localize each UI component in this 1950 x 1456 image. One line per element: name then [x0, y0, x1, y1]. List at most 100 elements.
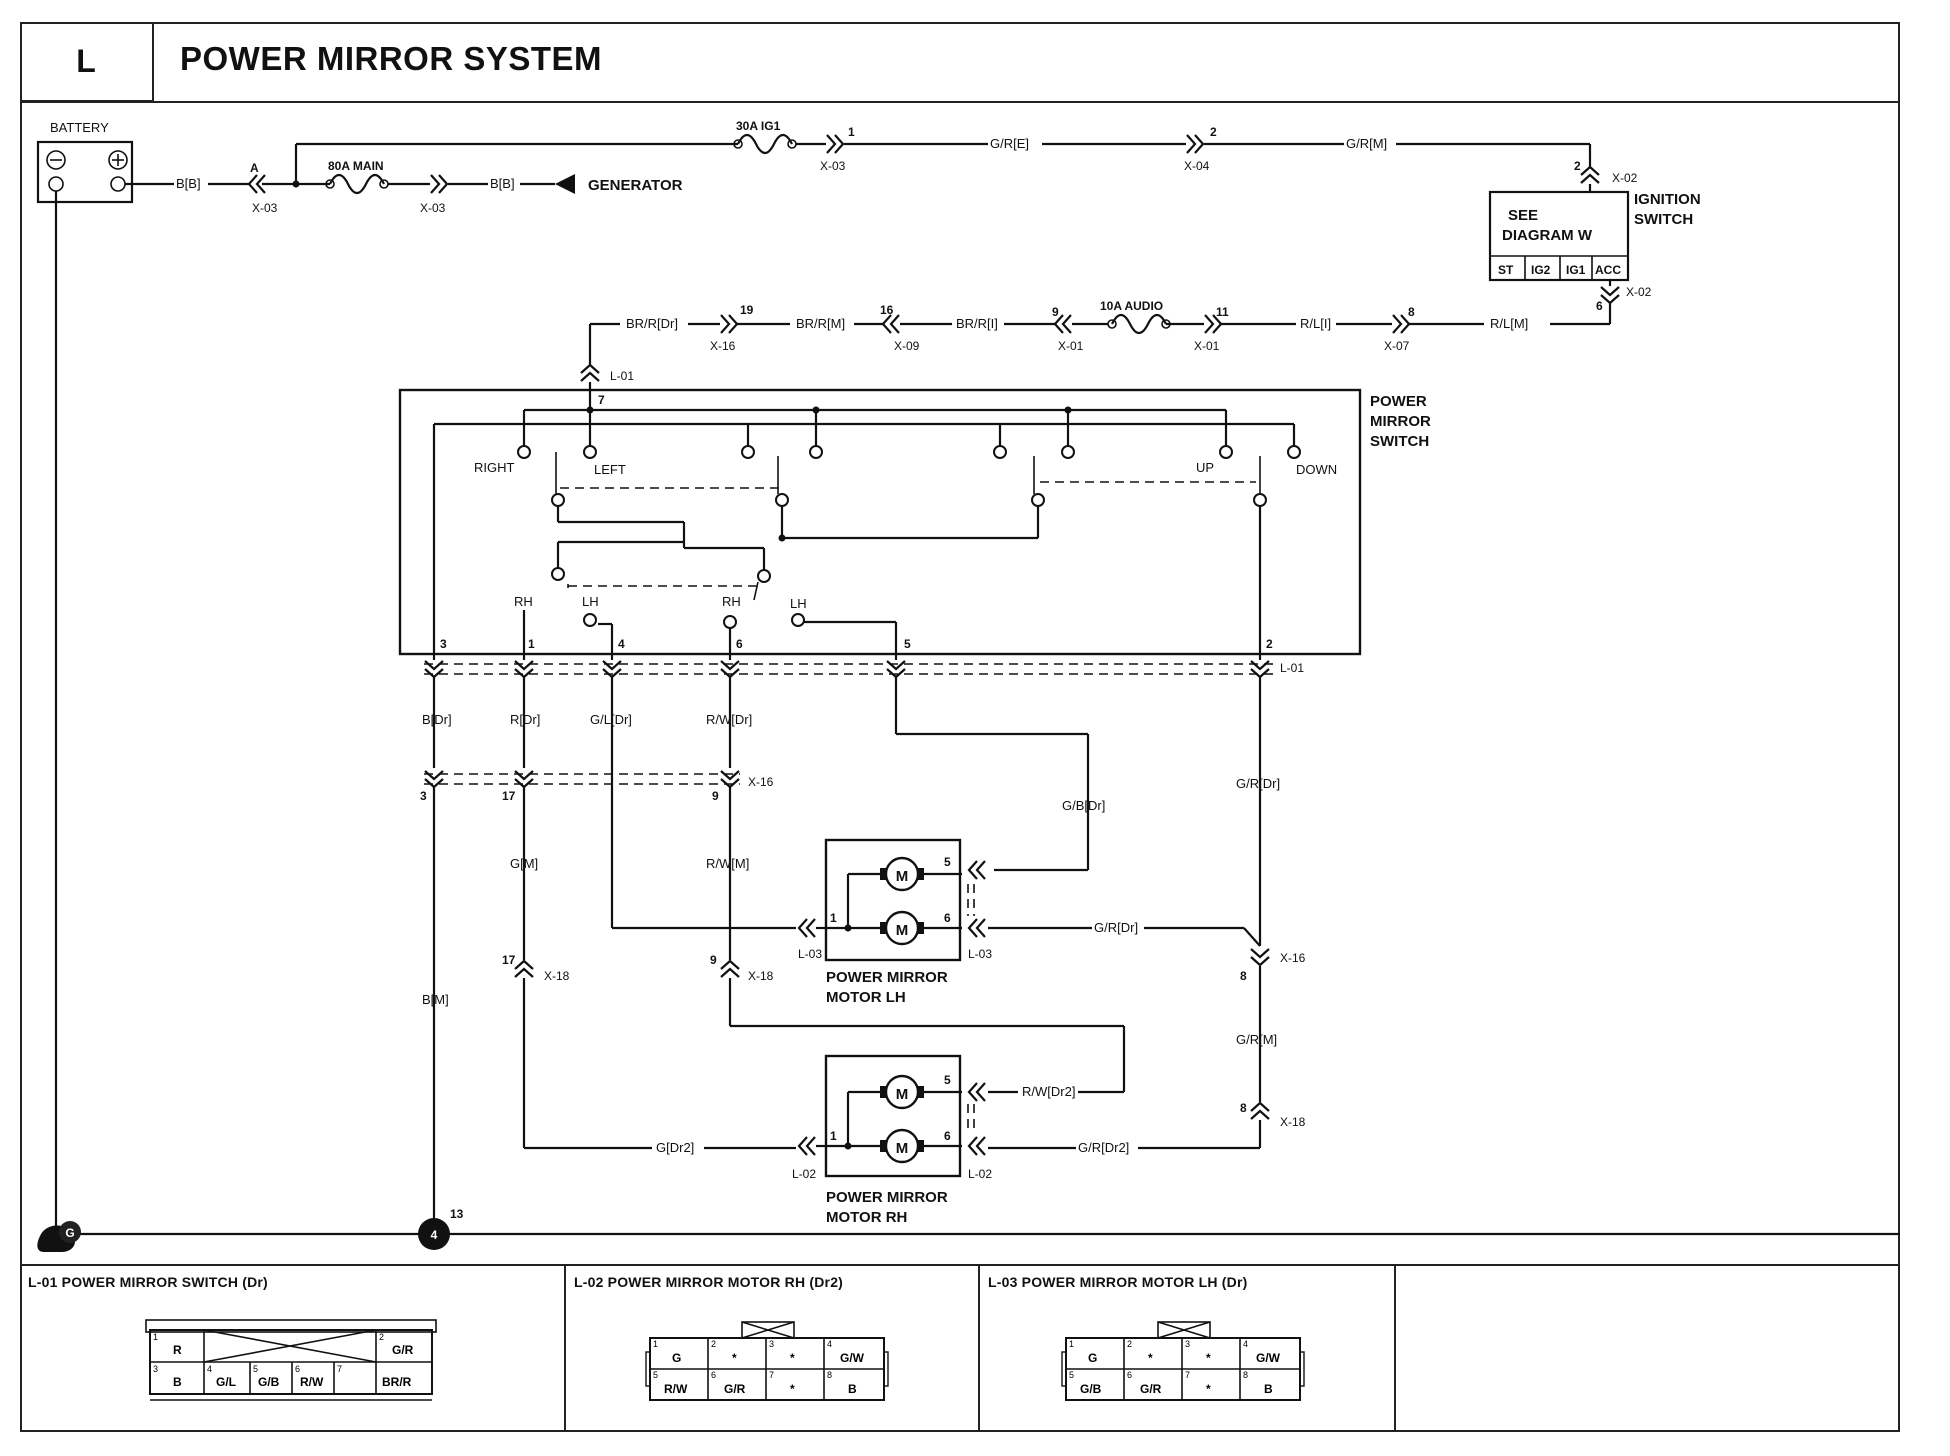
l03-cell-7: * [1206, 1382, 1211, 1396]
l01-pin-4: 4 [207, 1364, 212, 1374]
pin-l01-4: 4 [618, 637, 625, 651]
l02-pin-5: 5 [653, 1370, 658, 1380]
battery: BATTERY [36, 120, 134, 204]
power-mirror-switch: POWER MIRROR SWITCH 7 RIGHT LEFT UP DOWN [398, 388, 1431, 660]
label-right: RIGHT [474, 460, 515, 475]
pin-l01-3: 3 [440, 637, 447, 651]
l01-pin-6: 6 [295, 1364, 300, 1374]
l01-cell-3: B [173, 1375, 182, 1389]
l02-pin-7: 7 [769, 1370, 774, 1380]
connector-x18c: X-18 [1280, 1115, 1306, 1129]
connector-x02b: X-02 [1626, 285, 1652, 299]
l02-pin-3: 3 [769, 1339, 774, 1349]
pin-x07-8: 8 [1408, 305, 1415, 319]
l03-pin-8: 8 [1243, 1370, 1248, 1380]
label-left: LEFT [594, 462, 626, 477]
connector-x03a: X-03 [252, 201, 278, 215]
pin-rh-1: 1 [830, 1129, 837, 1143]
pin-x18-8: 8 [1240, 1101, 1247, 1115]
l02-cell-4: G/W [840, 1351, 865, 1365]
wire-gm: G[M] [510, 856, 538, 871]
connector-views: L-01 POWER MIRROR SWITCH (Dr) 1 R 2 G/R … [20, 1264, 1900, 1432]
motor-rh-label-1: POWER MIRROR [826, 1189, 948, 1206]
ign-pos-acc: ACC [1595, 263, 1621, 277]
pin-x16-19: 19 [740, 303, 754, 317]
ground-pin-13: 13 [450, 1207, 464, 1221]
l03-pin-3: 3 [1185, 1339, 1190, 1349]
pin-x01-11: 11 [1216, 305, 1229, 319]
connector-l02a: L-02 [792, 1167, 816, 1181]
l02-pin-1: 1 [653, 1339, 658, 1349]
motor-rh-m2: M [896, 1140, 909, 1157]
l01-cell-6: R/W [300, 1375, 324, 1389]
connector-x07: X-07 [1384, 339, 1410, 353]
see-diagram-line1: SEE [1508, 207, 1538, 224]
page-title: POWER MIRROR SYSTEM [180, 40, 603, 77]
ignition-switch-label-1: IGNITION [1634, 191, 1701, 208]
connector-view-l01: L-01 POWER MIRROR SWITCH (Dr) 1 R 2 G/R … [20, 1266, 566, 1432]
connector-view-l03: L-03 POWER MIRROR MOTOR LH (Dr) 1 G 2 * … [980, 1266, 1396, 1432]
l01-pin-3: 3 [153, 1364, 158, 1374]
pin-rh-6: 6 [944, 1129, 951, 1143]
pin-lh-5: 5 [944, 855, 951, 869]
wire-rli: R/L[I] [1300, 316, 1331, 331]
motor-lh-m2: M [896, 922, 909, 939]
l01-cell-1: R [173, 1343, 182, 1357]
label-lh-2: LH [790, 596, 807, 611]
generator-label: GENERATOR [588, 177, 683, 194]
fuse-main-label: 80A MAIN [328, 159, 384, 173]
pin-l01-6: 6 [736, 637, 743, 651]
l02-cell-1: G [672, 1351, 681, 1365]
pin-x02-6: 6 [1596, 299, 1603, 313]
l03-cell-1: G [1088, 1351, 1097, 1365]
l03-pin-7: 7 [1185, 1370, 1190, 1380]
connector-l02-face: 1 G 2 * 3 * 4 G/W 5 R/W 6 G/R 7 * 8 B [645, 1321, 889, 1401]
pin-x04-2: 2 [1210, 125, 1217, 139]
l02-cell-5: R/W [664, 1382, 688, 1396]
l03-cell-3: * [1206, 1351, 1211, 1365]
label-up: UP [1196, 460, 1214, 475]
l02-pin-2: 2 [711, 1339, 716, 1349]
motor-lh-m1: M [896, 868, 909, 885]
pin-l01-7: 7 [598, 393, 605, 407]
pin-x16-9: 9 [712, 789, 719, 803]
wire-rwdr: R/W[Dr] [706, 712, 752, 727]
pin-x16-3: 3 [420, 789, 427, 803]
motor-lh-label-2: MOTOR LH [826, 989, 906, 1006]
wire-rdr: R[Dr] [510, 712, 540, 727]
connector-x03b: X-03 [820, 159, 846, 173]
l03-cell-4: G/W [1256, 1351, 1281, 1365]
connector-x02a: X-02 [1612, 171, 1638, 185]
connector-l02b: L-02 [968, 1167, 992, 1181]
connector-l03b: L-03 [968, 947, 992, 961]
connector-view-l01-title: L-01 POWER MIRROR SWITCH (Dr) [28, 1274, 268, 1290]
pin-x16-8: 8 [1240, 969, 1247, 983]
pin-x09-16: 16 [880, 303, 894, 317]
wire-rlm: R/L[M] [1490, 316, 1528, 331]
power-mirror-motor-rh: M M 1 5 6 POWER MIRROR MOTOR RH [824, 1054, 962, 1226]
motor-rh-m1: M [896, 1086, 909, 1103]
connector-x16b: X-16 [748, 775, 774, 789]
ign-pos-ig1: IG1 [1566, 263, 1586, 277]
wire-grdr: G/R[Dr] [1236, 776, 1280, 791]
pin-lh-1: 1 [830, 911, 837, 925]
wire-grm: G/R[M] [1346, 136, 1387, 151]
wire-grdr-2: G/R[Dr] [1094, 920, 1138, 935]
connector-x18a: X-18 [544, 969, 570, 983]
l02-cell-6: G/R [724, 1382, 746, 1396]
l03-cell-6: G/R [1140, 1382, 1162, 1396]
fuse-audio-label: 10A AUDIO [1100, 299, 1163, 313]
pin-lh-6: 6 [944, 911, 951, 925]
pin-x01-9: 9 [1052, 305, 1059, 319]
l01-pin-2: 2 [379, 1332, 384, 1342]
l01-cell-2: G/R [392, 1343, 414, 1357]
pin-rh-5: 5 [944, 1073, 951, 1087]
wire-rwm: R/W[M] [706, 856, 749, 871]
wire-brrm: BR/R[M] [796, 316, 845, 331]
connector-view-l03-title: L-03 POWER MIRROR MOTOR LH (Dr) [988, 1274, 1248, 1290]
l01-cell-4: G/L [216, 1375, 236, 1389]
wire-rwdr2: R/W[Dr2] [1022, 1084, 1075, 1099]
switch-label-1: POWER [1370, 393, 1427, 410]
ign-pos-st: ST [1498, 263, 1514, 277]
switch-label-2: MIRROR [1370, 413, 1431, 430]
